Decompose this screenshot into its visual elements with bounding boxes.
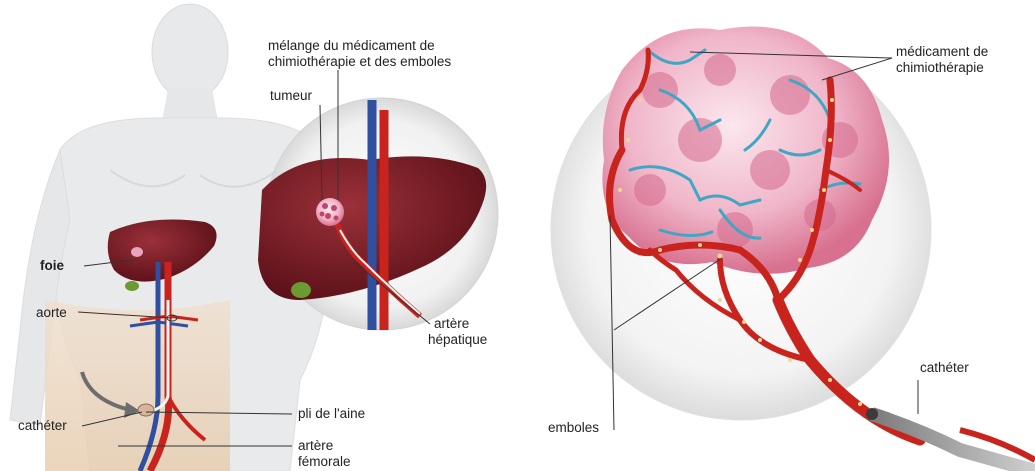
gallbladder-small [125, 281, 139, 291]
label-foie: foie [40, 258, 64, 274]
label-medicament-2: chimiothérapie [896, 60, 984, 76]
catheter-right [872, 414, 1035, 471]
tumor-small [131, 247, 143, 257]
label-artere-femorale-2: fémorale [298, 454, 351, 470]
label-medicament-1: médicament de [896, 44, 988, 60]
label-pli-aine: pli de l'aine [298, 406, 365, 422]
label-emboles: emboles [548, 420, 599, 436]
label-catheter-left: cathéter [18, 418, 67, 434]
label-melange-2: chimiothérapie et des emboles [268, 54, 451, 70]
label-melange-1: mélange du médicament de [268, 38, 435, 54]
label-aorte: aorte [36, 305, 67, 321]
label-artere-hepatique-1: artère [434, 316, 469, 332]
label-artere-femorale-1: artère [298, 438, 333, 454]
gallbladder-large [291, 282, 311, 298]
tumor-inset [316, 198, 344, 226]
label-tumeur: tumeur [270, 88, 312, 104]
label-catheter-right: cathéter [920, 360, 969, 376]
label-artere-hepatique-2: hépatique [428, 332, 487, 348]
